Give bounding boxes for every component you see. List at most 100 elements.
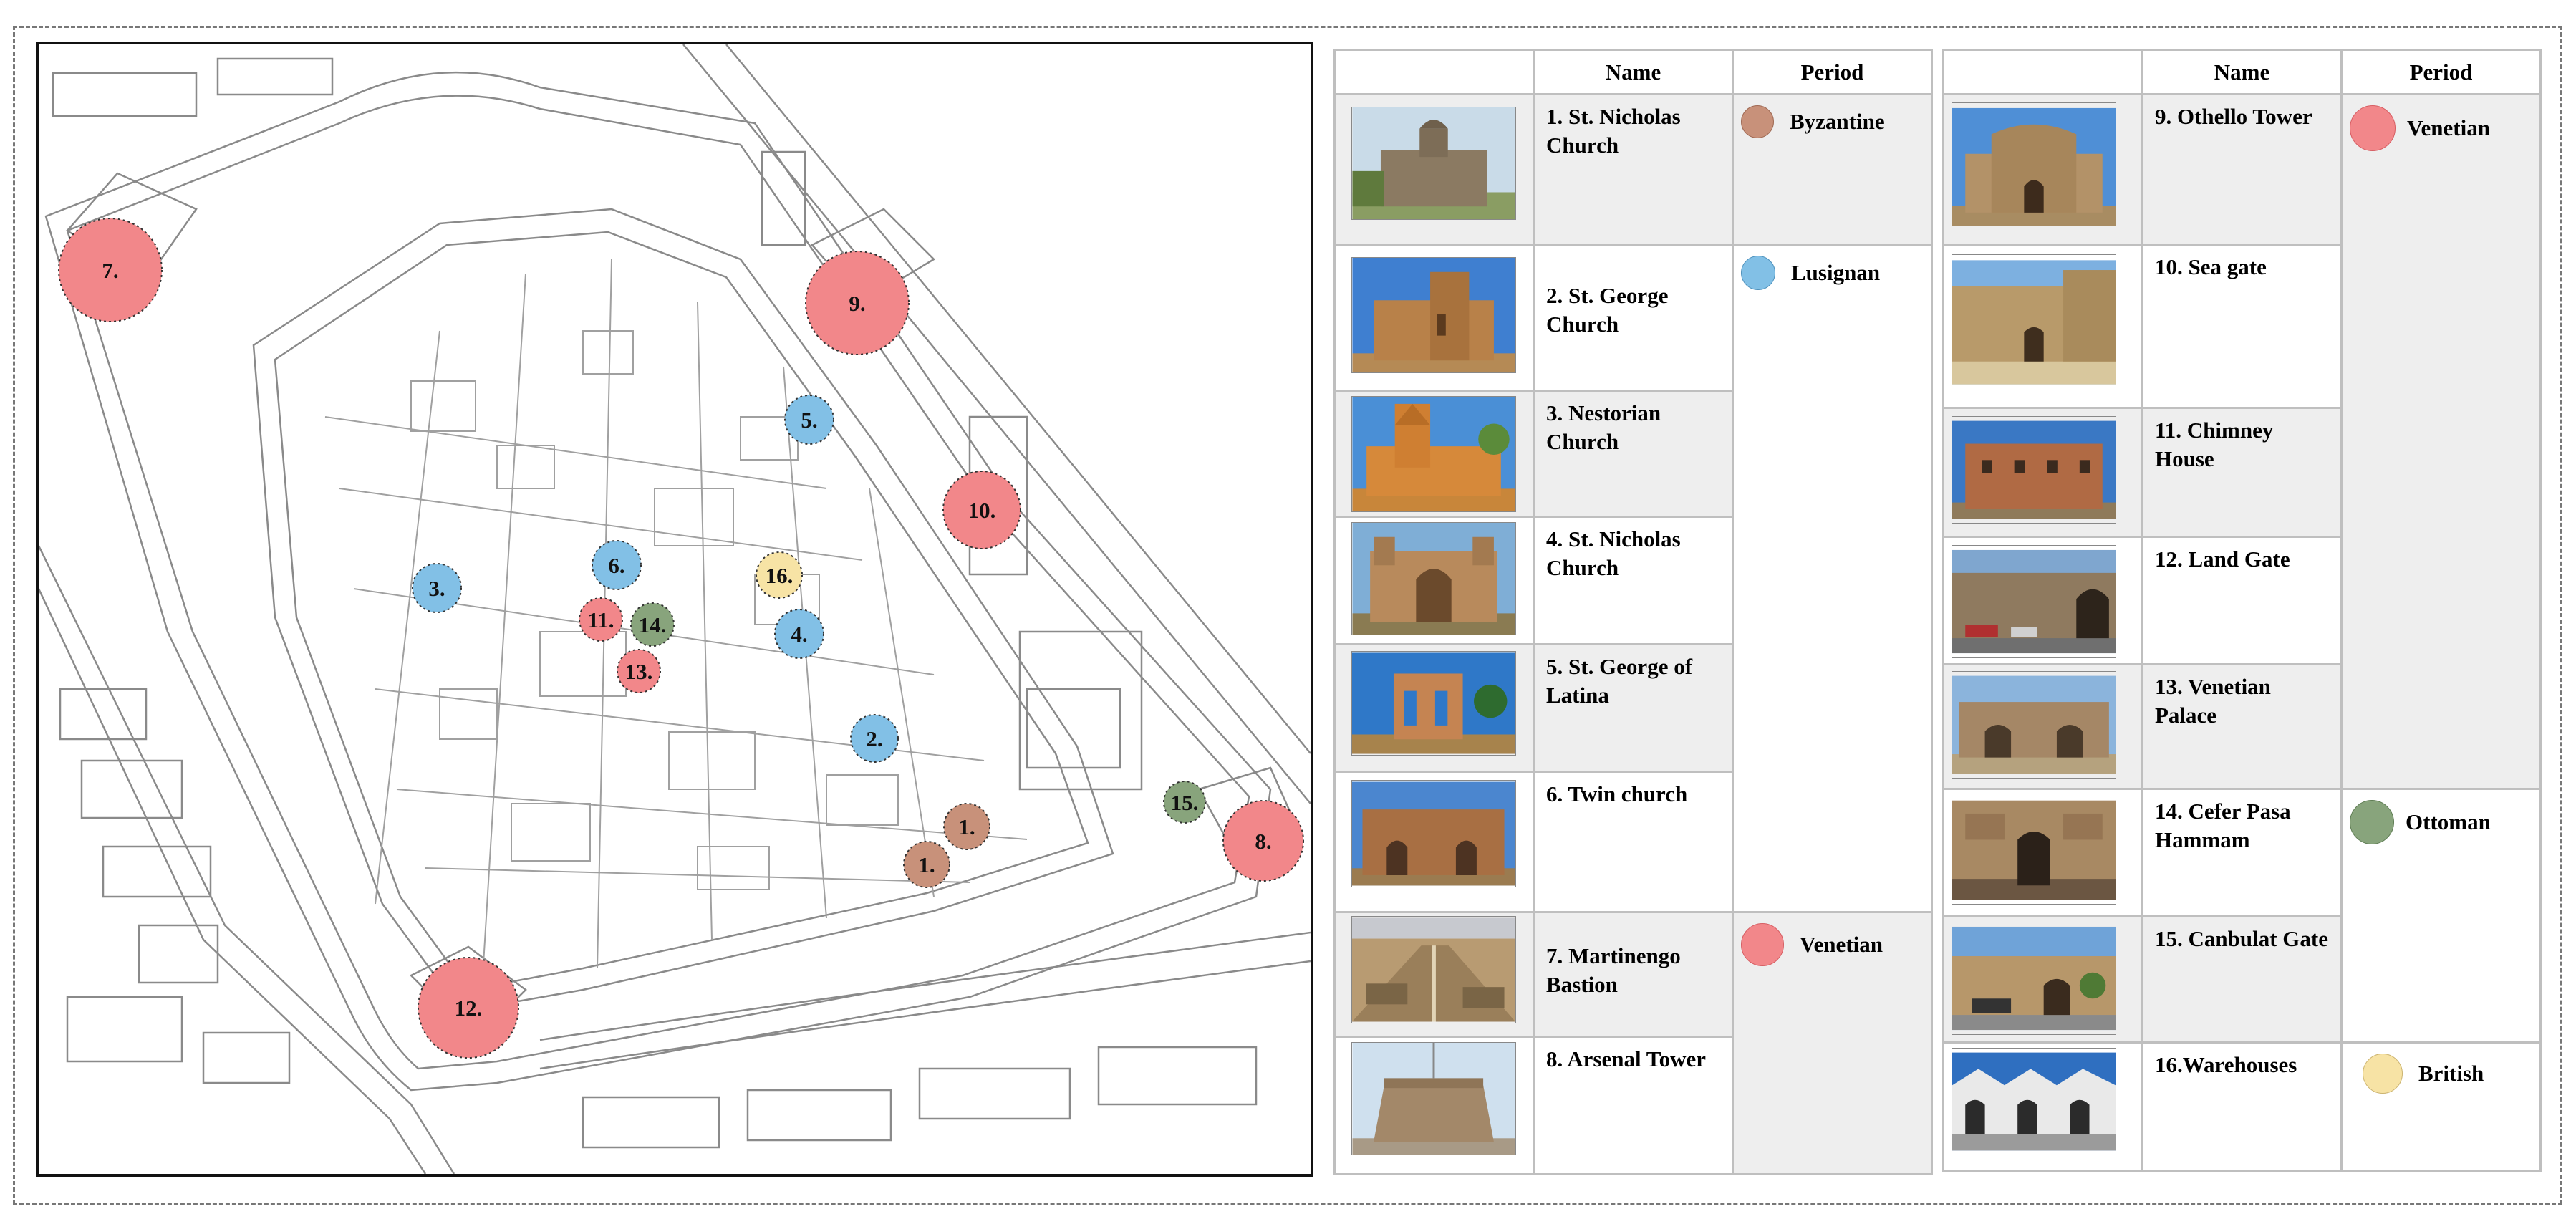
marker-label: 2. (866, 726, 882, 751)
site-photo-cell (1942, 536, 2143, 665)
site-name: 5. St. George of Latina (1533, 643, 1734, 773)
marker-circle (1163, 781, 1206, 824)
site-marker: 1. (903, 841, 950, 888)
st-nicholas-byzantine-photo (1351, 107, 1516, 220)
site-marker: 9. (805, 251, 910, 355)
town-map: 1. 1. 2. 3. 4. 5. 6. 7. 8. 9. 10. 11. 12. 13. 14. 15. 16… (36, 42, 1313, 1177)
period-label: Lusignan (1791, 260, 1881, 285)
site-photo-cell (1333, 516, 1535, 645)
site-marker: 12. (418, 957, 519, 1059)
site-name: 7. Martinengo Bastion (1533, 911, 1734, 1038)
marker-circle (756, 551, 803, 599)
site-name: 10. Sea gate (2141, 244, 2343, 409)
period-column-header: Period (1732, 49, 1933, 95)
period-label: Byzantine (1790, 109, 1885, 134)
marker-label: 1. (918, 852, 935, 877)
site-photo-cell (1942, 93, 2143, 246)
site-photo-cell (1942, 244, 2143, 409)
marker-label: 3. (428, 576, 445, 601)
warehouses-photo (1952, 1048, 2116, 1155)
site-marker: 14. (630, 602, 675, 647)
marker-label: 5. (801, 408, 817, 433)
chimney-house-photo (1952, 416, 2116, 524)
marker-circle (630, 602, 675, 647)
site-name: 12. Land Gate (2141, 536, 2343, 665)
period-label: Venetian (2407, 115, 2490, 140)
site-marker: 8. (1222, 800, 1304, 882)
site-photo-cell (1333, 771, 1535, 913)
site-photo-cell (1942, 1041, 2143, 1172)
othello-tower-photo (1952, 102, 2116, 231)
marker-circle (592, 540, 642, 590)
british-dot (2363, 1054, 2403, 1094)
byzantine-dot (1741, 105, 1774, 138)
figure-frame (13, 26, 2562, 1205)
site-photo-cell (1942, 915, 2143, 1044)
site-photo-cell (1942, 788, 2143, 917)
site-markers: 1. 1. 2. 3. 4. 5. 6. 7. 8. 9. 10. 11. 12. 13. 14. 15. 16… (58, 218, 1304, 1059)
marker-circle (579, 597, 623, 642)
site-marker: 6. (592, 540, 642, 590)
period-label: Venetian (1800, 932, 1883, 957)
marker-circle (850, 714, 899, 763)
period-cell-byzantine: Byzantine (1732, 93, 1933, 246)
site-marker: 2. (850, 714, 899, 763)
site-marker: 3. (412, 563, 462, 613)
site-photo-cell (1333, 93, 1535, 246)
venetian-dot (1741, 923, 1784, 966)
site-photo-cell (1333, 1036, 1535, 1175)
st-george-latina-photo (1351, 651, 1516, 756)
site-marker: 5. (784, 395, 834, 445)
ottoman-dot (2350, 800, 2394, 844)
marker-circle (1222, 800, 1304, 882)
st-nicholas-cathedral-photo (1351, 522, 1516, 635)
marker-label: 12. (455, 996, 483, 1021)
period-cell-venetian: Venetian (1732, 911, 1933, 1175)
site-name: 15. Canbulat Gate (2141, 915, 2343, 1044)
site-marker: 1. (943, 803, 990, 850)
site-name: 13. Venetian Palace (2141, 663, 2343, 790)
site-marker: 13. (617, 649, 661, 693)
arsenal-tower-photo (1351, 1042, 1516, 1155)
period-cell-ottoman: Ottoman (2340, 788, 2542, 1044)
name-column-header: Name (2141, 49, 2343, 95)
marker-circle (412, 563, 462, 613)
marker-circle (784, 395, 834, 445)
lusignan-dot (1741, 256, 1775, 290)
period-cell-venetian: Venetian (2340, 93, 2542, 790)
period-cell-british: British (2340, 1041, 2542, 1172)
map-canvas: 1. 1. 2. 3. 4. 5. 6. 7. 8. 9. 10. 11. 12. 13. 14. 15. 16… (39, 44, 1311, 1174)
site-marker: 10. (942, 471, 1021, 549)
marker-label: 8. (1255, 829, 1271, 854)
site-name: 2. St. George Church (1533, 244, 1734, 392)
marker-circle (943, 803, 990, 850)
venetian-dot (2350, 105, 2396, 151)
site-name: 3. Nestorian Church (1533, 390, 1734, 518)
name-column-header: Name (1533, 49, 1734, 95)
site-name: 11. Chimney House (2141, 407, 2343, 538)
period-cell-lusignan: Lusignan (1732, 244, 1933, 913)
site-name: 1. St. Nicholas Church (1533, 93, 1734, 246)
site-name: 14. Cefer Pasa Hammam (2141, 788, 2343, 917)
site-photo-cell (1333, 244, 1535, 392)
marker-label: 16. (766, 563, 793, 588)
site-photo-cell (1333, 911, 1535, 1038)
period-label: Ottoman (2406, 809, 2491, 834)
land-gate-photo (1952, 545, 2116, 658)
site-photo-cell (1333, 390, 1535, 518)
marker-circle (58, 218, 163, 322)
sea-gate-photo (1952, 254, 2116, 390)
martinengo-bastion-photo (1351, 916, 1516, 1023)
sites-table-right: Name Period 9. Othello Tower Venetian (1942, 49, 2542, 1172)
marker-circle (805, 251, 910, 355)
site-name: 9. Othello Tower (2141, 93, 2343, 246)
marker-circle (617, 649, 661, 693)
site-marker: 16. (756, 551, 803, 599)
site-name: 4. St. Nicholas Church (1533, 516, 1734, 645)
site-marker: 7. (58, 218, 163, 322)
site-marker: 11. (579, 597, 623, 642)
venetian-palace-photo (1952, 671, 2116, 779)
marker-label: 13. (625, 659, 653, 684)
site-marker: 15. (1163, 781, 1206, 824)
site-marker: 4. (774, 609, 824, 659)
